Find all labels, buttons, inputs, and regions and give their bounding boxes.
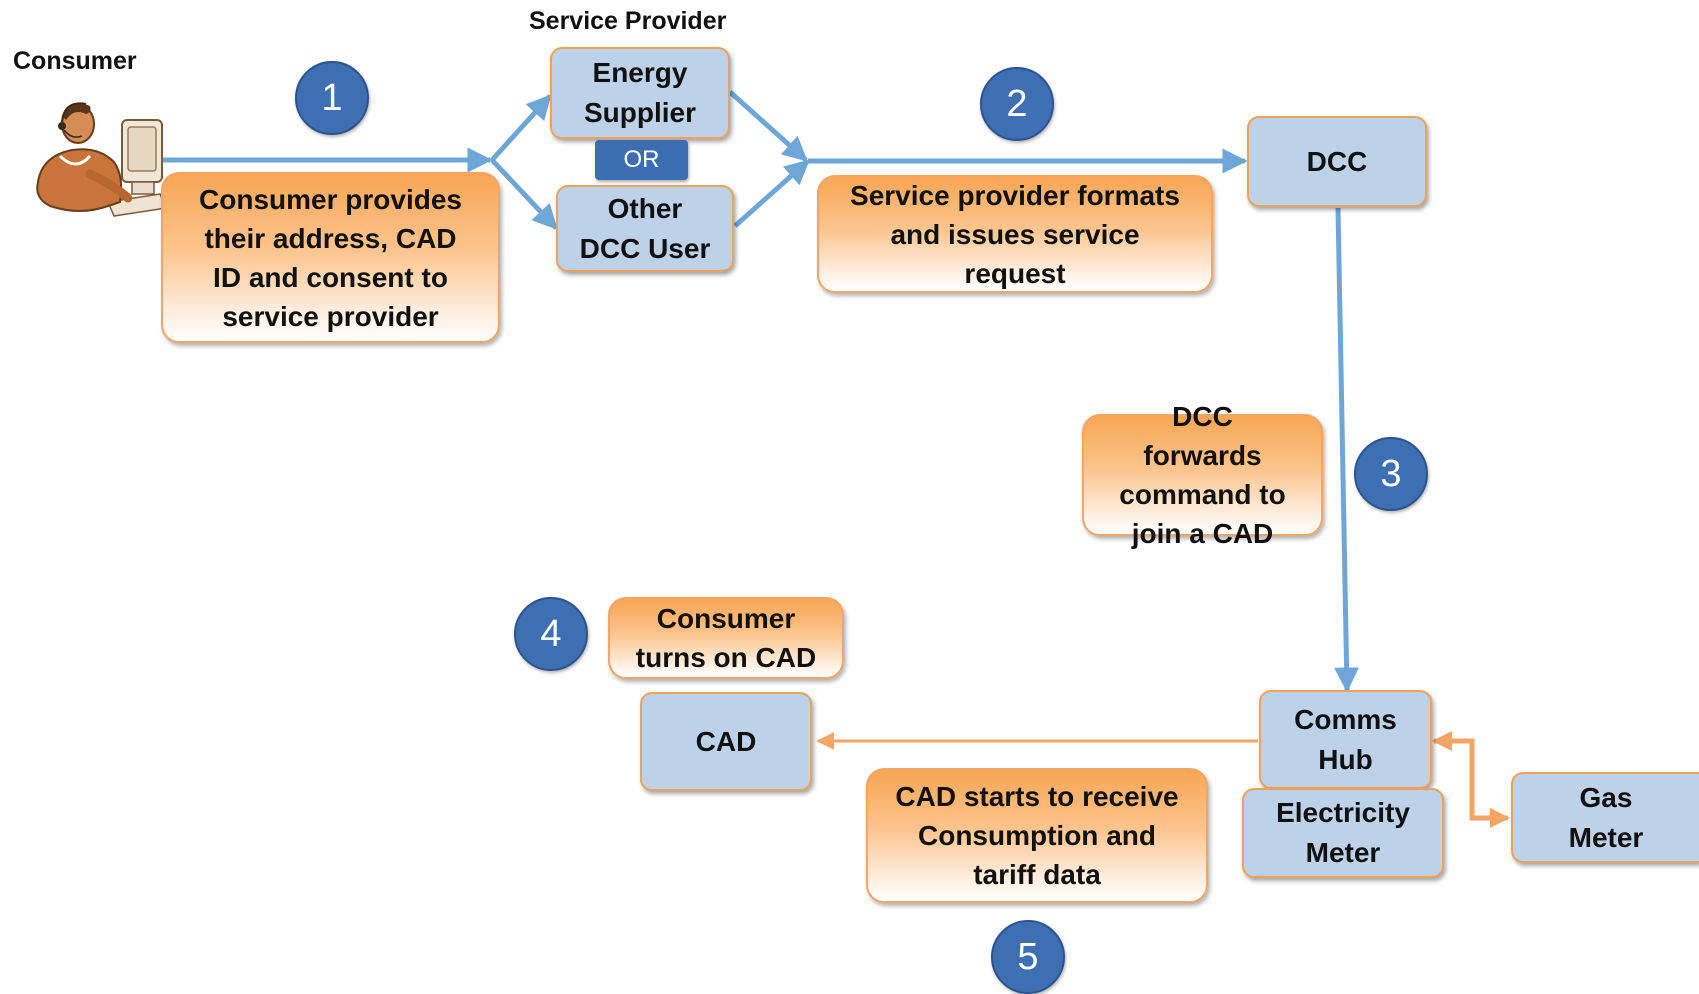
- other-dcc-user-box: Other DCC User: [556, 185, 734, 272]
- cad-box: CAD: [640, 692, 812, 791]
- step-3-badge: 3: [1354, 437, 1428, 511]
- step-2-description: Service provider formats and issues serv…: [817, 175, 1213, 293]
- step-1-badge: 1: [295, 61, 369, 135]
- step-5-badge: 5: [991, 920, 1065, 994]
- gas-meter-box: Gas Meter: [1511, 772, 1699, 863]
- arrow-other-dcc-user-to-merge: [733, 159, 810, 228]
- step-5-description: CAD starts to receive Consumption and ta…: [866, 768, 1208, 903]
- dcc-box: DCC: [1247, 116, 1427, 207]
- consumer-at-computer-icon: [36, 102, 168, 217]
- arrow-dcc-to-comms-hub: [1334, 207, 1360, 693]
- consumer-heading: Consumer: [13, 47, 137, 75]
- electricity-meter-box: Electricity Meter: [1242, 788, 1444, 878]
- service-provider-heading: Service Provider: [529, 7, 727, 35]
- energy-supplier-box: Energy Supplier: [550, 47, 730, 139]
- or-badge: OR: [595, 140, 688, 180]
- step-4-description: Consumer turns on CAD: [608, 597, 844, 679]
- arrow-energy-supplier-to-merge: [728, 90, 808, 162]
- step-4-badge: 4: [514, 597, 588, 671]
- arrow-to-other-dcc-user: [490, 158, 558, 230]
- step-3-description: DCC forwards command to join a CAD: [1082, 401, 1323, 549]
- arrow-to-energy-supplier: [490, 94, 552, 162]
- arrow-comms-hub-gas-meter: [1436, 738, 1510, 828]
- step-1-description: Consumer provides their address, CAD ID …: [161, 172, 500, 343]
- comms-hub-box: Comms Hub: [1259, 690, 1432, 789]
- step-2-badge: 2: [980, 67, 1054, 141]
